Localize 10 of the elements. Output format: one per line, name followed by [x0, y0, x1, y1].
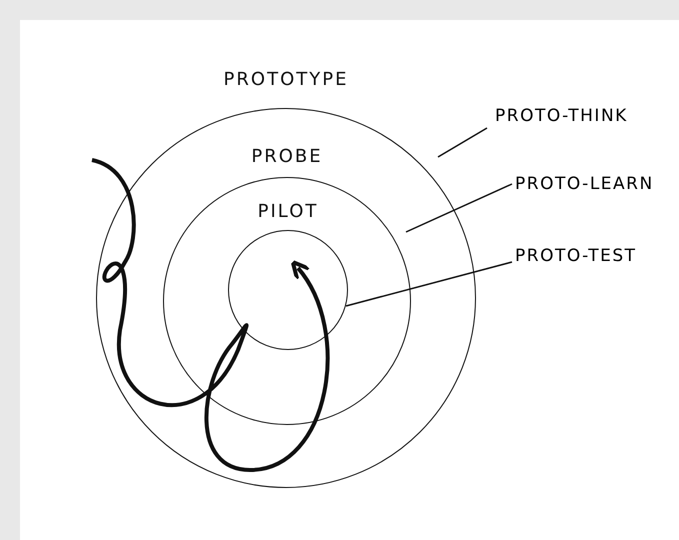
curly-arrow: [91, 158, 330, 472]
leader-line: [438, 127, 488, 158]
callout-label: PROTO-THINK: [495, 106, 628, 126]
callout-label: PROTO-TEST: [515, 246, 637, 266]
ring-label: PROTOTYPE: [224, 69, 348, 90]
ring-label: PROBE: [251, 146, 323, 167]
leader-line: [346, 261, 512, 307]
leader-line: [406, 183, 512, 233]
ring-label: PILOT: [258, 201, 318, 222]
callout-label: PROTO-LEARN: [515, 174, 654, 194]
